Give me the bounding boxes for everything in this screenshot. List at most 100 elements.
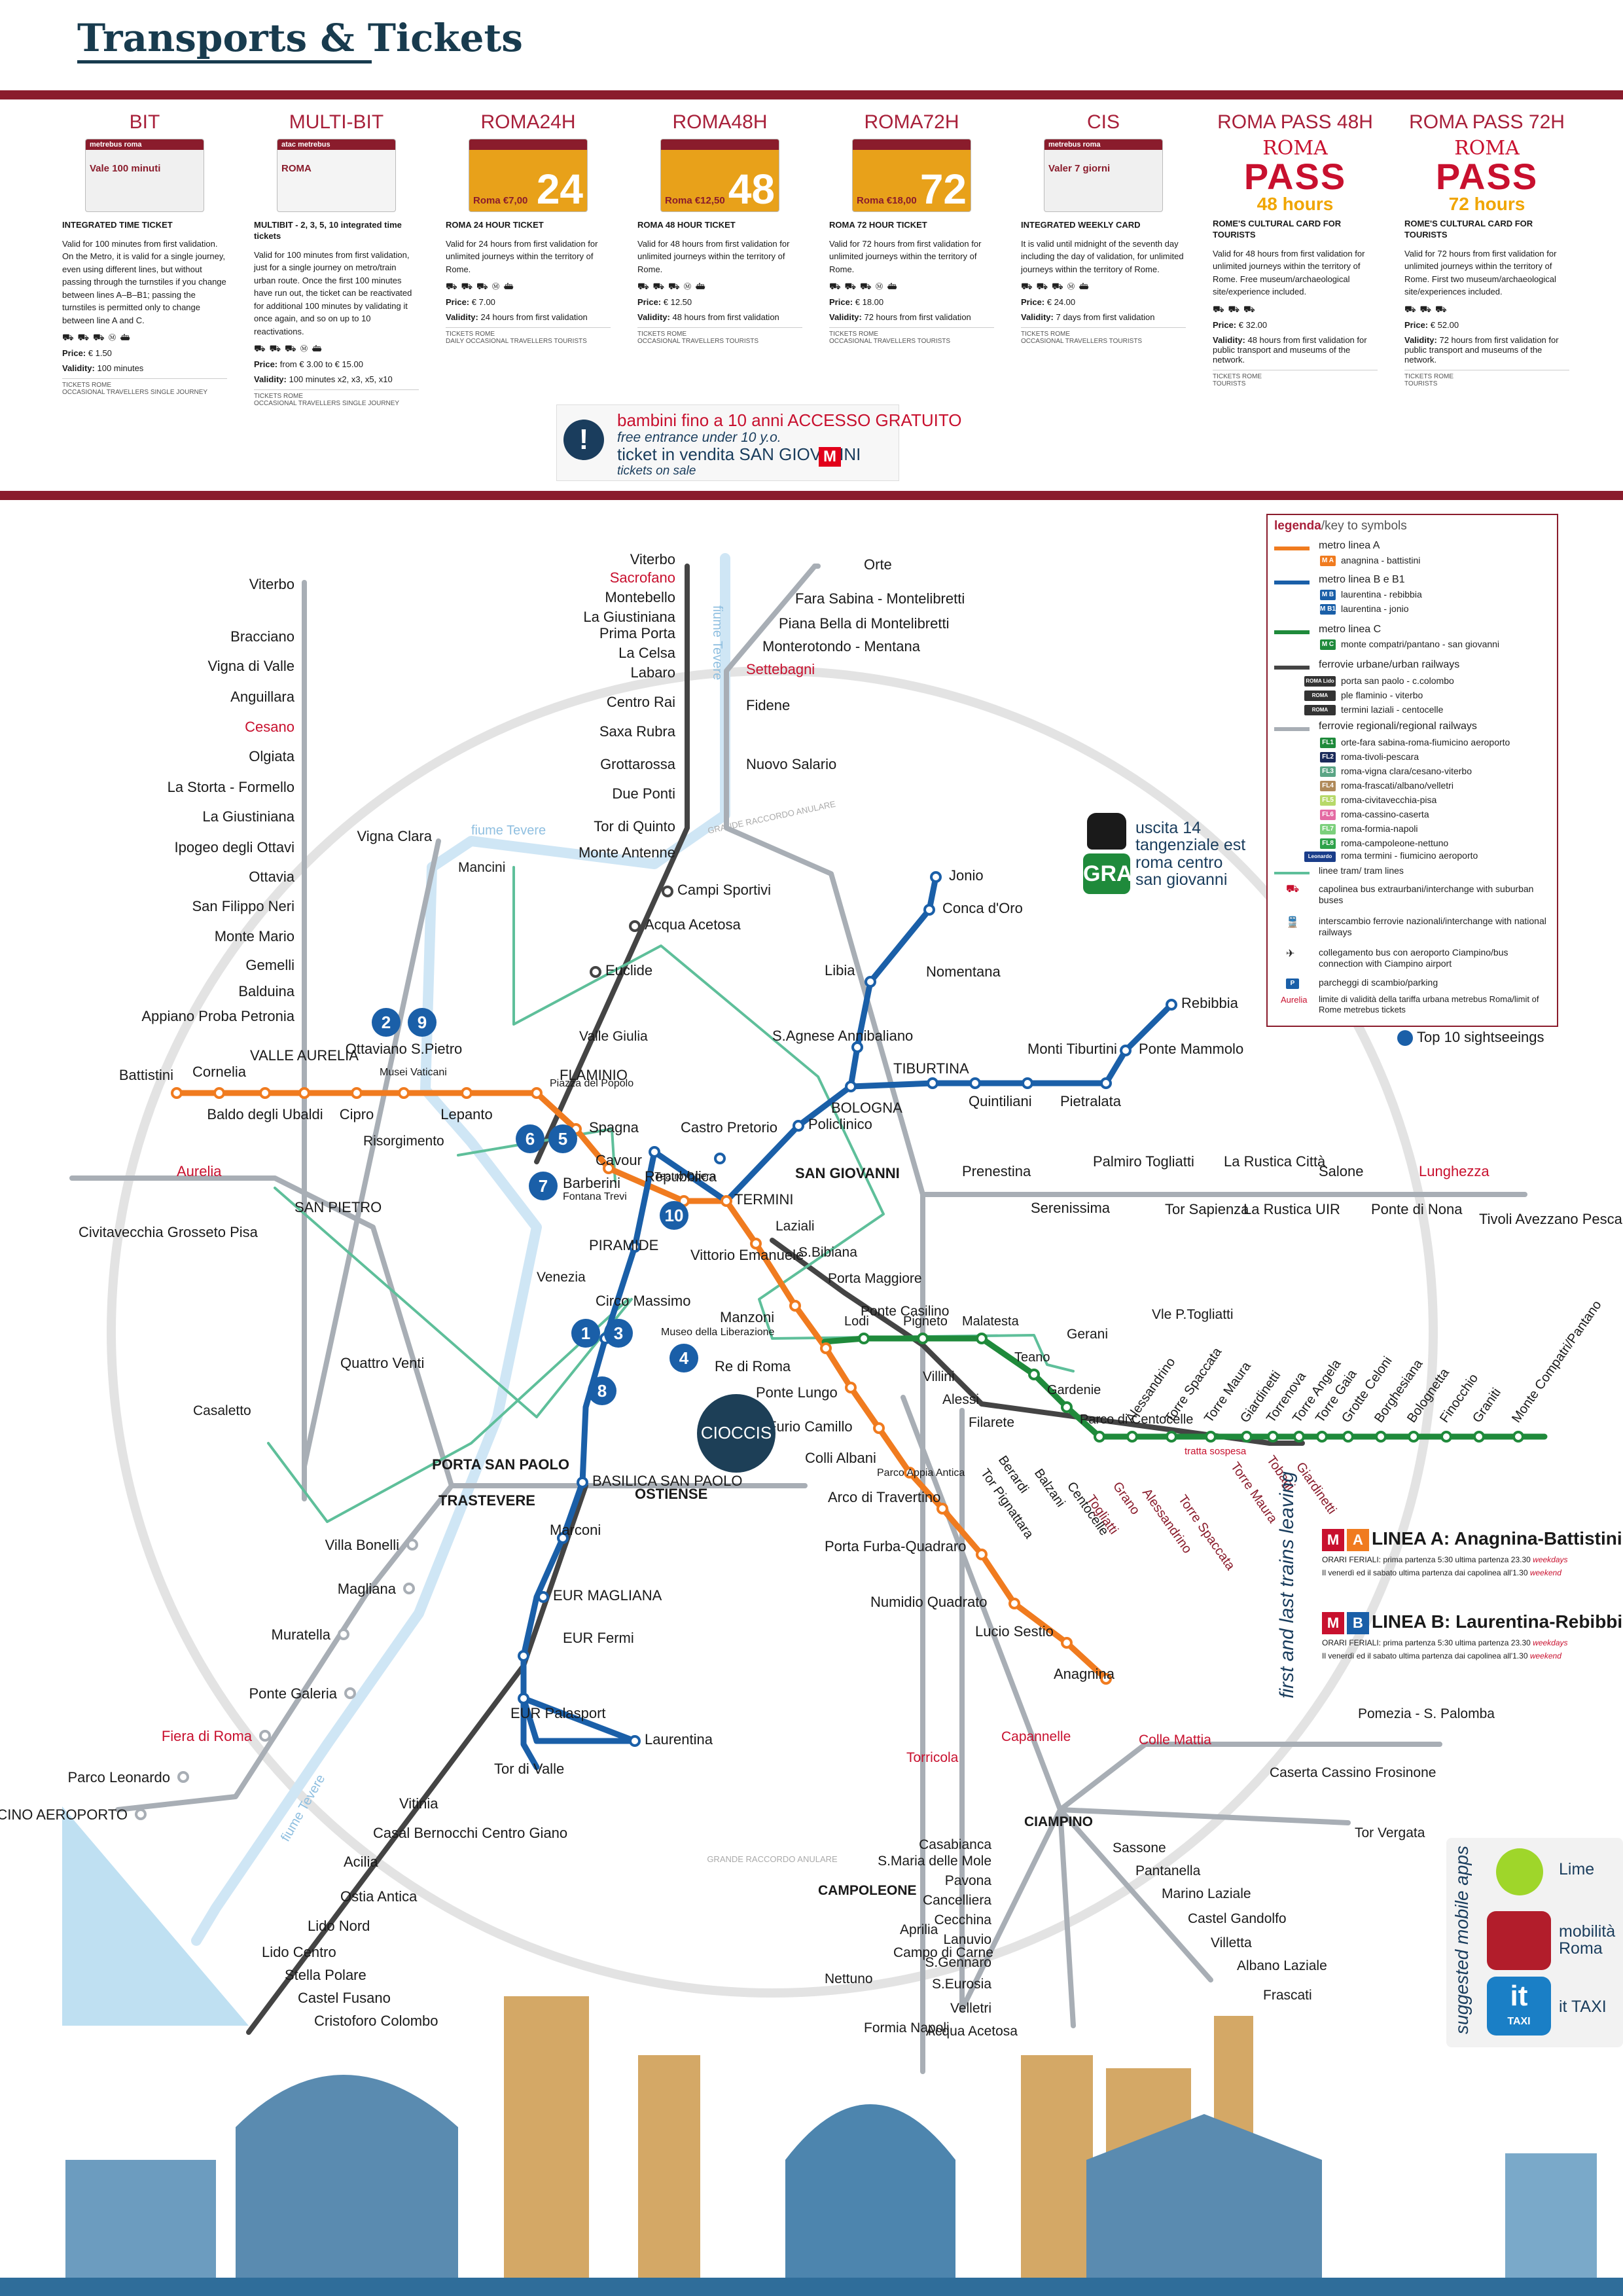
station-label: Jonio [949, 867, 984, 884]
station-label: Appiano Proba Petronia [141, 1008, 294, 1024]
station-label: VALLE AURELIA [250, 1047, 359, 1064]
transport-modes-icon: ⛟ ⛟ ⛟ [1404, 303, 1448, 314]
station-label: Anguillara [230, 689, 295, 705]
fl-chip: FL6 [1320, 810, 1336, 820]
station-label: EUR Palasport [510, 1705, 606, 1721]
fl-chip: FL4 [1320, 781, 1336, 791]
fl-line-text: roma-formia-napoli [1341, 823, 1418, 834]
fl5-line [69, 1175, 808, 1488]
station-label: Palmiro Togliatti [1093, 1153, 1194, 1170]
fl-line-text: roma-cassino-caserta [1341, 809, 1429, 819]
mobilita-roma-app-icon[interactable] [1487, 1911, 1551, 1970]
station-label: Casal Bernocchi Centro Giano [373, 1825, 567, 1841]
metro-c-station [1241, 1431, 1253, 1443]
station-label: Malatesta [962, 1314, 1020, 1329]
station-label: Libia [825, 962, 855, 978]
ticket-description: It is valid until midnight of the sevent… [1021, 238, 1184, 274]
ticket-price: Price: € 1.50 [62, 348, 112, 359]
metro-c-station [1267, 1431, 1279, 1443]
station-label: Piazza del Popolo [550, 1078, 633, 1089]
station-label: Villa Bonelli [325, 1537, 399, 1553]
legend-line-a-swatch [1274, 547, 1310, 550]
station-label: Policlinico [808, 1116, 872, 1132]
legend-title: legenda/key to symbols [1274, 519, 1407, 533]
column-silhouette [1505, 2153, 1597, 2278]
metro-a-station [461, 1087, 473, 1099]
metro-b-station [927, 1077, 938, 1089]
metro-a-station [936, 1503, 948, 1515]
station-label: Numidio Quadrato [870, 1594, 988, 1610]
top-sight-marker [372, 1008, 401, 1037]
station-label: Monte Mario [215, 928, 294, 944]
ticket-name: CIS [1086, 111, 1120, 133]
metro-b-station [1022, 1077, 1033, 1089]
station-label: S.Gennaro [925, 1955, 991, 1970]
station-label: Pigneto [903, 1314, 948, 1329]
metro-b-station [518, 1693, 529, 1704]
station-label: Formia Napoli [864, 2020, 950, 2036]
dome-silhouette [785, 2104, 955, 2278]
station-label: La Giustiniana [202, 808, 294, 825]
transport-modes-icon: ⛟ ⛟ ⛟ Ⓜ ⛴ [637, 281, 706, 292]
legend-aurelia: limite di validità della tariffa urbana … [1319, 994, 1539, 1014]
transport-modes-icon: ⛟ ⛟ ⛟ Ⓜ ⛴ [62, 332, 131, 343]
tram-line [274, 1187, 633, 1418]
station-label: Sacrofano [610, 569, 675, 586]
legend-parking: parcheggi di scambio/parking [1319, 977, 1438, 988]
station-label: Colli Albani [805, 1450, 876, 1466]
station-label: Tivoli Avezzano Pescara [1479, 1211, 1623, 1227]
station-label: Pomezia - S. Palomba [1358, 1706, 1495, 1721]
station-label: Cecchina [934, 1912, 991, 1928]
ticket-price: Price: € 24.00 [1021, 297, 1076, 308]
top-sight-marker [408, 1008, 437, 1037]
roma-giardinetti-line [770, 1238, 1305, 1446]
ticket-validity: Validity: 7 days from first validation [1021, 312, 1155, 323]
station-label: Re di Roma [715, 1358, 791, 1374]
interchange-label: SAN GIOVANNI [795, 1165, 900, 1181]
station-label: Battistini [119, 1067, 173, 1083]
gra-ring [107, 666, 1438, 1998]
metro-b-station [629, 1241, 641, 1253]
metro-b-station [714, 1153, 726, 1164]
station-label: Musei Vaticani [380, 1067, 447, 1078]
ticket-name: BIT [129, 111, 160, 133]
station-label: Prima Porta [599, 625, 676, 641]
it-taxi-app-icon[interactable]: it TAXI [1487, 1977, 1551, 2036]
ticket-validity: Validity: 100 minutes x2, x3, x5, x10 [254, 374, 393, 385]
station-label: BASILICA SAN PAOLO [592, 1473, 742, 1489]
legend-metro-c-sub: monte compatri/pantano - san giovanni [1341, 639, 1500, 649]
ticket-card-image: Vale 100 minuti metrebus roma [85, 139, 204, 212]
fl-line-text: orte-fara sabina-roma-fiumicino aeroport… [1341, 737, 1510, 747]
station-label: FIUMICINO AEROPORTO [0, 1806, 128, 1823]
metro-b-icon: M B [1320, 590, 1336, 600]
fl-chip: FL7 [1320, 824, 1336, 834]
station-label: BOLOGNA [831, 1100, 902, 1116]
station-label: Villetta [1211, 1935, 1252, 1950]
metro-c-station [917, 1333, 929, 1344]
station-label: Vigna Clara [357, 828, 432, 844]
station-label: Pavona [945, 1873, 992, 1888]
ticket-validity: Validity: 100 minutes [62, 363, 144, 374]
station-label: Saxa Rubra [599, 723, 676, 740]
urban-line-chip: ROMA Giardinetti [1304, 705, 1336, 723]
station-label: PIRAMIDE [589, 1237, 658, 1253]
skyline-building [504, 1996, 589, 2278]
lime-app-icon[interactable] [1487, 1846, 1551, 1905]
metro-a-station [298, 1087, 310, 1099]
station-label: Vle P.Togliatti [1152, 1307, 1234, 1322]
station-label: Monte Antenne [579, 844, 675, 861]
legend-line-c-swatch [1274, 630, 1310, 634]
station-label: Casaletto [193, 1403, 251, 1418]
station-label: Civitavecchia Grosseto Pisa [79, 1224, 259, 1240]
fl-line-text: roma-vigna clara/cesano-viterbo [1341, 766, 1472, 776]
station-label: Monti Tiburtini [1027, 1041, 1117, 1057]
top-sight-marker [548, 1124, 577, 1153]
ticket-validity: Validity: 48 hours from first validation [637, 312, 779, 323]
metro-a-station [845, 1382, 857, 1393]
metro-b-station [969, 1077, 981, 1089]
